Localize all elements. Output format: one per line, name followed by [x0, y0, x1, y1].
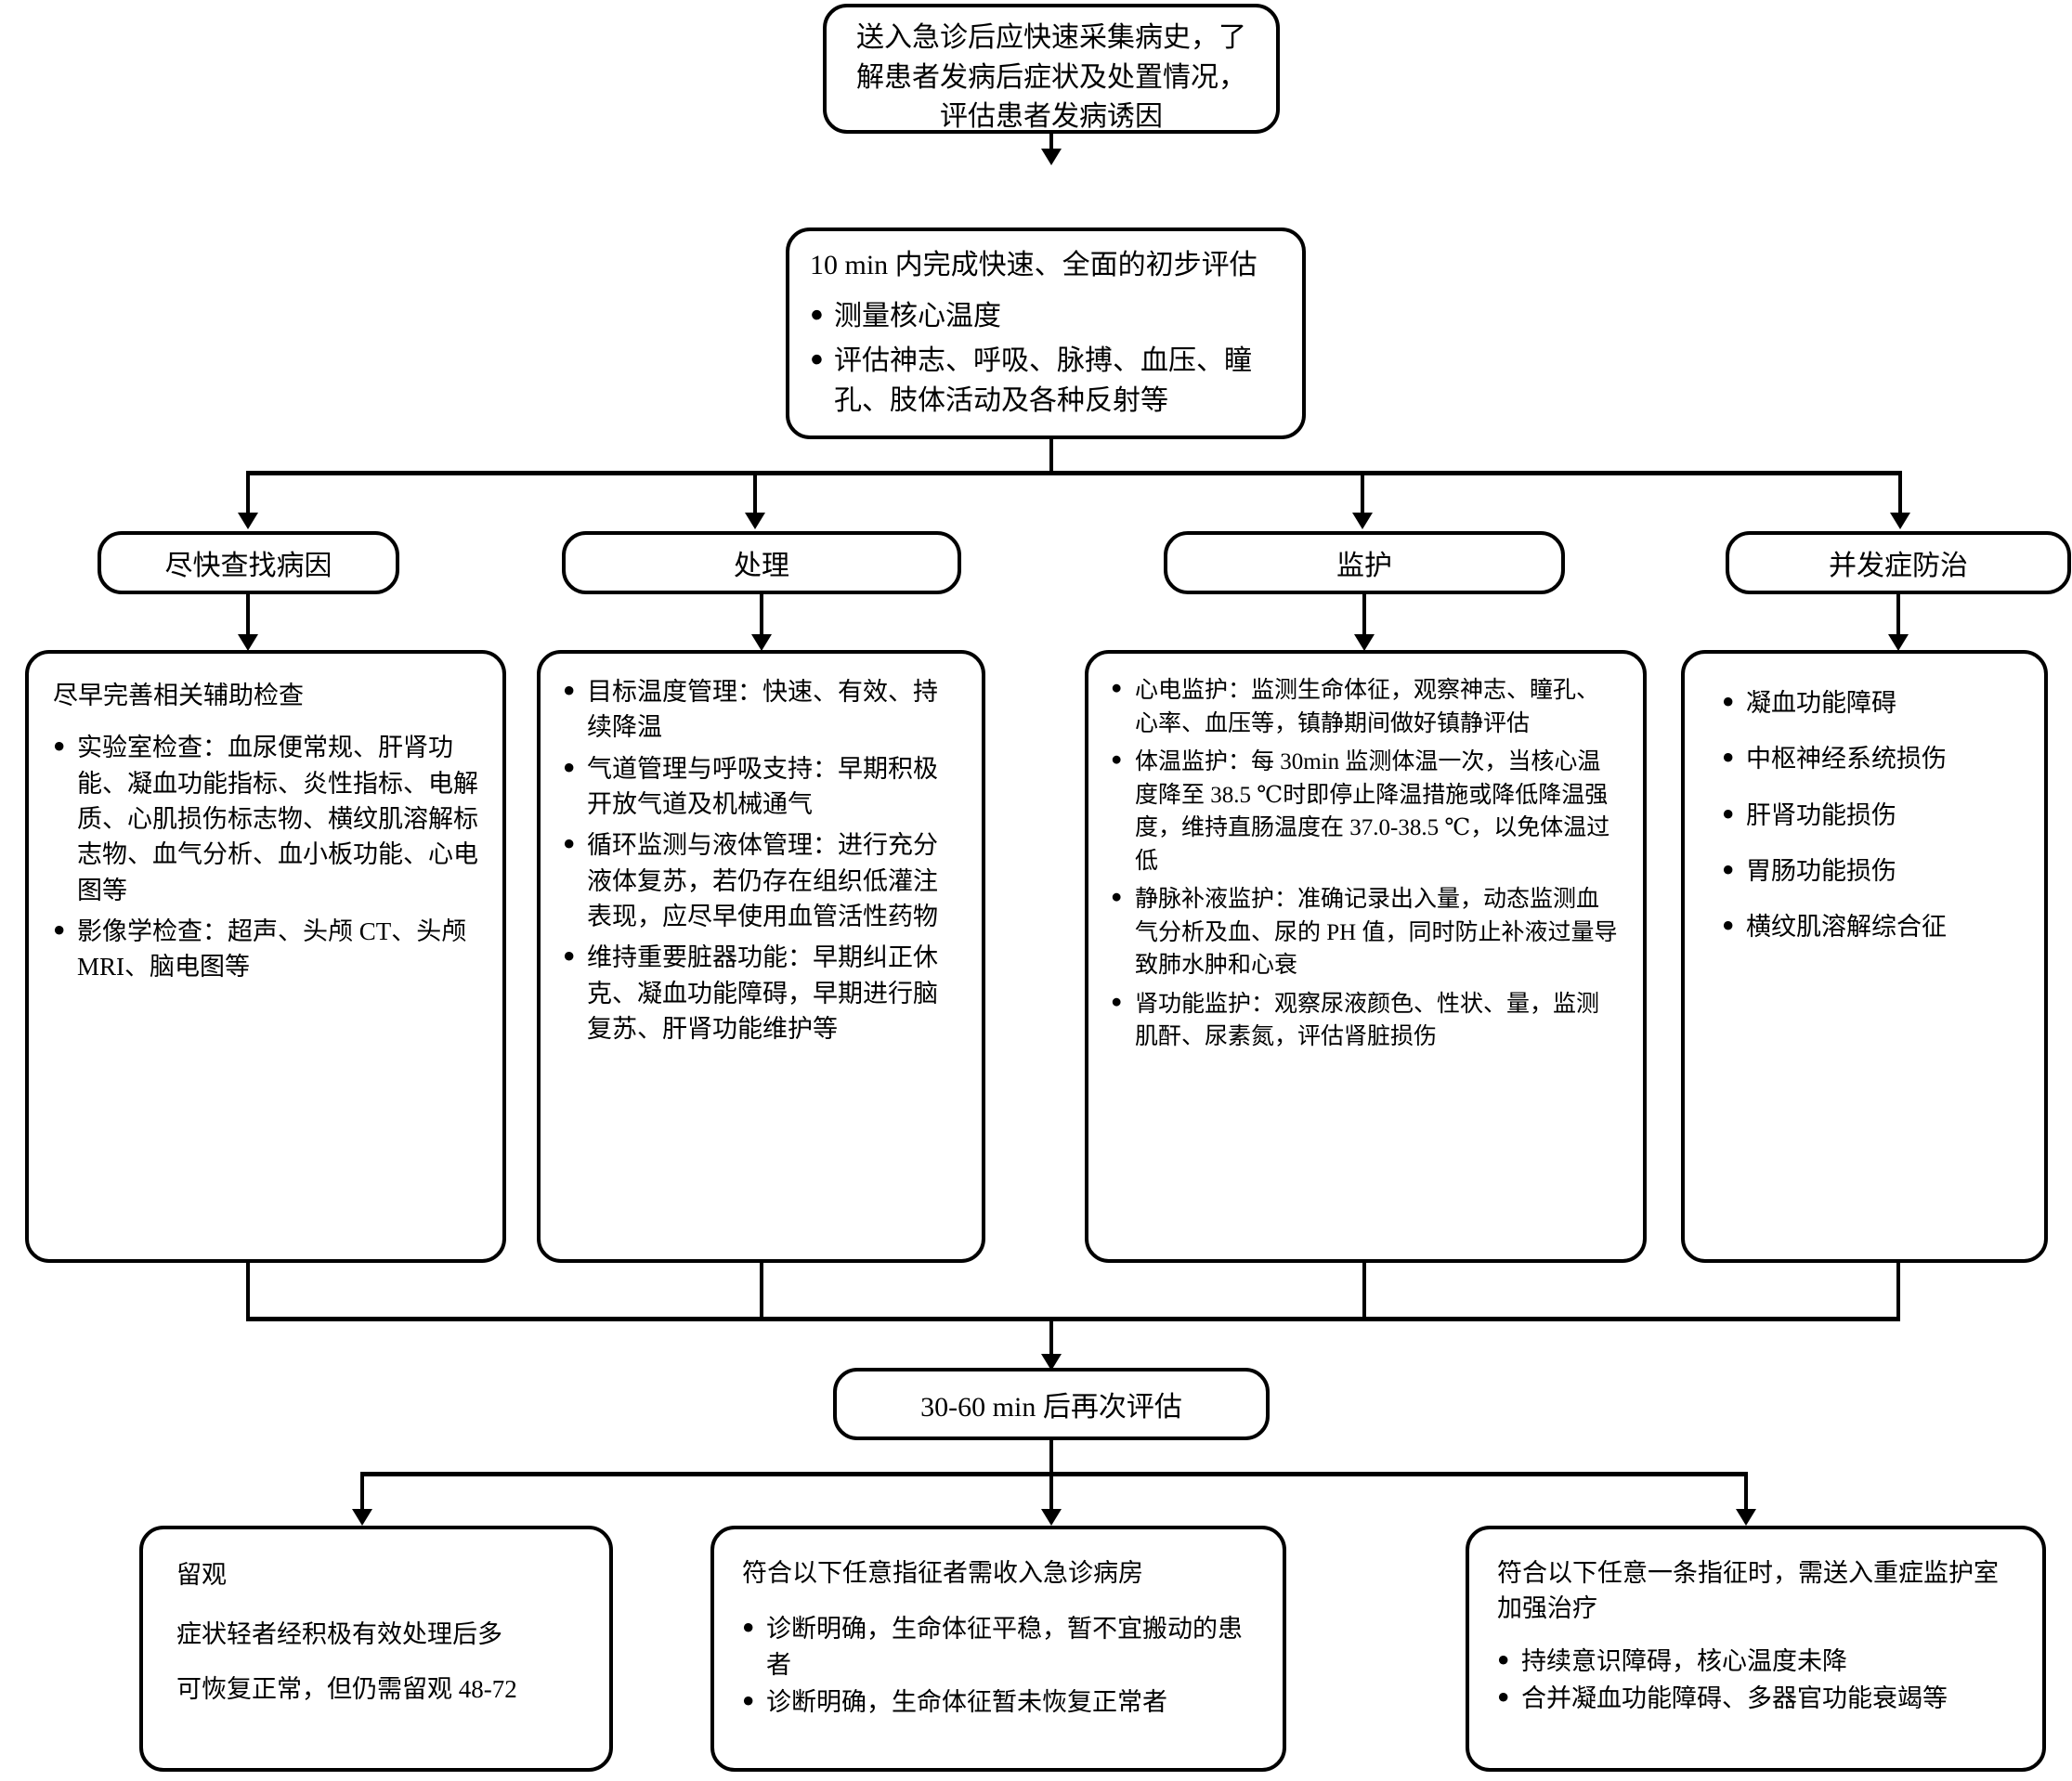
- emergency-ward-heading: 符合以下任意指征者需收入急诊病房: [742, 1559, 1143, 1587]
- arrowhead-emergency-ward: [1041, 1509, 1062, 1526]
- node-outcome-emergency-ward[interactable]: 符合以下任意指征者需收入急诊病房 诊断明确，生命体征平稳，暂不宜搬动的患者 诊断…: [710, 1526, 1286, 1772]
- arrowhead-treatment-body: [751, 634, 772, 651]
- monitoring-bullets: 心电监护：监测生命体征，观察神志、瞳孔、心率、血压等，镇静期间做好镇静评估 体温…: [1111, 674, 1621, 1054]
- connector-outcome-bus: [360, 1472, 1748, 1476]
- treatment-bullets: 目标温度管理：快速、有效、持续降温 气道管理与呼吸支持：早期积极开放气道及机械通…: [563, 674, 959, 1046]
- arrowhead-find-cause: [238, 513, 258, 529]
- connector-drop-icu: [1744, 1472, 1748, 1523]
- connector-assessment-stem: [1049, 439, 1053, 473]
- list-item: 诊断明确，生命体征暂未恢复正常者: [742, 1684, 1260, 1720]
- observation-line-1: 症状轻者经积极有效处理后多: [176, 1620, 502, 1649]
- connector-merge-bus: [246, 1317, 1900, 1321]
- node-initial-assessment[interactable]: 10 min 内完成快速、全面的初步评估 测量核心温度 评估神志、呼吸、脉搏、血…: [786, 228, 1306, 439]
- connector-drop-observation: [360, 1472, 364, 1523]
- header-monitoring-label: 监护: [1336, 551, 1392, 581]
- connector-up-treatment: [760, 1263, 763, 1321]
- list-item: 肝肾功能损伤: [1722, 798, 2022, 833]
- node-header-monitoring[interactable]: 监护: [1164, 531, 1565, 594]
- connector-complications-to-body: [1896, 594, 1900, 648]
- list-item: 中枢神经系统损伤: [1722, 741, 2022, 776]
- node-body-complications[interactable]: 凝血功能障碍 中枢神经系统损伤 肝肾功能损伤 胃肠功能损伤 横纹肌溶解综合征: [1681, 650, 2048, 1263]
- node-header-complications[interactable]: 并发症防治: [1726, 531, 2071, 594]
- list-item: 合并凝血功能障碍、多器官功能衰竭等: [1497, 1681, 2020, 1716]
- connector-up-monitoring: [1362, 1263, 1366, 1321]
- node-reassessment[interactable]: 30-60 min 后再次评估: [833, 1368, 1270, 1440]
- arrowhead-treatment: [745, 513, 765, 529]
- connector-drop-find-cause: [246, 471, 250, 526]
- initial-assessment-heading: 10 min 内完成快速、全面的初步评估: [810, 250, 1258, 280]
- node-intake-history-text: 送入急诊后应快速采集病史，了解患者发病后症状及处置情况，评估患者发病诱因: [856, 22, 1246, 133]
- find-cause-bullets: 实验室检查：血尿便常规、肝肾功能、凝血功能指标、炎性指标、电解质、心肌损伤标志物…: [53, 730, 478, 984]
- list-item: 测量核心温度: [810, 297, 1282, 337]
- list-item: 循环监测与液体管理：进行充分液体复苏，若仍存在组织低灌注表现，应尽早使用血管活性…: [563, 827, 959, 934]
- icu-bullets: 持续意识障碍，核心温度未降 合并凝血功能障碍、多器官功能衰竭等: [1497, 1644, 2020, 1717]
- arrowhead-monitoring: [1352, 513, 1373, 529]
- arrowhead-complications-body: [1888, 634, 1909, 651]
- node-body-find-cause[interactable]: 尽早完善相关辅助检查 实验室检查：血尿便常规、肝肾功能、凝血功能指标、炎性指标、…: [25, 650, 506, 1263]
- list-item: 肾功能监护：观察尿液颜色、性状、量，监测肌酐、尿素氮，评估肾脏损伤: [1111, 988, 1621, 1054]
- find-cause-heading: 尽早完善相关辅助检查: [53, 682, 304, 709]
- list-item: 目标温度管理：快速、有效、持续降温: [563, 674, 959, 746]
- node-header-treatment[interactable]: 处理: [562, 531, 961, 594]
- initial-assessment-bullets: 测量核心温度 评估神志、呼吸、脉搏、血压、瞳孔、肢体活动及各种反射等: [810, 297, 1282, 422]
- list-item: 凝血功能障碍: [1722, 685, 2022, 721]
- arrowhead-reassess: [1041, 1354, 1062, 1371]
- complications-bullets: 凝血功能障碍 中枢神经系统损伤 肝肾功能损伤 胃肠功能损伤 横纹肌溶解综合征: [1722, 685, 2022, 945]
- connector-reassess-stem: [1049, 1440, 1053, 1474]
- connector-merge-stem: [1049, 1320, 1053, 1369]
- node-outcome-icu[interactable]: 符合以下任意一条指征时，需送入重症监护室加强治疗 持续意识障碍，核心温度未降 合…: [1466, 1526, 2046, 1772]
- node-body-treatment[interactable]: 目标温度管理：快速、有效、持续降温 气道管理与呼吸支持：早期积极开放气道及机械通…: [537, 650, 985, 1263]
- list-item: 评估神志、呼吸、脉搏、血压、瞳孔、肢体活动及各种反射等: [810, 342, 1282, 421]
- arrowhead-assessment: [1041, 149, 1062, 165]
- connector-drop-complications: [1898, 471, 1902, 526]
- header-find-cause-label: 尽快查找病因: [164, 551, 332, 581]
- emergency-ward-bullets: 诊断明确，生命体征平稳，暂不宜搬动的患者 诊断明确，生命体征暂未恢复正常者: [742, 1611, 1260, 1720]
- connector-monitoring-to-body: [1362, 594, 1366, 648]
- arrowhead-observation: [352, 1509, 372, 1526]
- connector-up-complications: [1896, 1263, 1900, 1321]
- list-item: 横纹肌溶解综合征: [1722, 909, 2022, 944]
- observation-line-2: 可恢复正常，但仍需留观 48-72: [176, 1674, 517, 1703]
- arrowhead-monitoring-body: [1354, 634, 1375, 651]
- connector-find-cause-to-body: [246, 594, 250, 648]
- connector-up-find-cause: [246, 1263, 250, 1321]
- list-item: 维持重要脏器功能：早期纠正休克、凝血功能障碍，早期进行脑复苏、肝肾功能维护等: [563, 940, 959, 1046]
- observation-heading: 留观: [176, 1561, 227, 1589]
- list-item: 持续意识障碍，核心温度未降: [1497, 1644, 2020, 1679]
- list-item: 静脉补液监护：准确记录出入量，动态监测血气分析及血、尿的 PH 值，同时防止补液…: [1111, 883, 1621, 982]
- list-item: 影像学检查：超声、头颅 CT、头颅 MRI、脑电图等: [53, 914, 478, 985]
- reassessment-text: 30-60 min 后再次评估: [920, 1392, 1182, 1423]
- list-item: 胃肠功能损伤: [1722, 853, 2022, 889]
- list-item: 气道管理与呼吸支持：早期积极开放气道及机械通气: [563, 751, 959, 823]
- node-outcome-observation[interactable]: 留观 症状轻者经积极有效处理后多 可恢复正常，但仍需留观 48-72: [139, 1526, 613, 1772]
- connector-intake-to-assessment: [1049, 134, 1053, 159]
- connector-branch-bus: [246, 471, 1902, 475]
- list-item: 心电监护：监测生命体征，观察神志、瞳孔、心率、血压等，镇静期间做好镇静评估: [1111, 674, 1621, 740]
- node-body-monitoring[interactable]: 心电监护：监测生命体征，观察神志、瞳孔、心率、血压等，镇静期间做好镇静评估 体温…: [1085, 650, 1647, 1263]
- arrowhead-complications: [1890, 513, 1910, 529]
- list-item: 诊断明确，生命体征平稳，暂不宜搬动的患者: [742, 1611, 1260, 1683]
- connector-drop-monitoring: [1361, 471, 1364, 526]
- connector-treatment-to-body: [760, 594, 763, 648]
- node-intake-history[interactable]: 送入急诊后应快速采集病史，了解患者发病后症状及处置情况，评估患者发病诱因: [823, 4, 1280, 134]
- list-item: 实验室检查：血尿便常规、肝肾功能、凝血功能指标、炎性指标、电解质、心肌损伤标志物…: [53, 730, 478, 908]
- arrowhead-find-cause-body: [238, 634, 258, 651]
- header-complications-label: 并发症防治: [1829, 551, 1968, 581]
- icu-heading: 符合以下任意一条指征时，需送入重症监护室加强治疗: [1497, 1559, 1999, 1623]
- arrowhead-icu: [1736, 1509, 1756, 1526]
- list-item: 体温监护：每 30min 监测体温一次，当核心温度降至 38.5 ℃时即停止降温…: [1111, 746, 1621, 878]
- connector-drop-treatment: [753, 471, 757, 526]
- node-header-find-cause[interactable]: 尽快查找病因: [98, 531, 399, 594]
- connector-drop-emergency-ward: [1049, 1472, 1053, 1523]
- header-treatment-label: 处理: [734, 551, 789, 581]
